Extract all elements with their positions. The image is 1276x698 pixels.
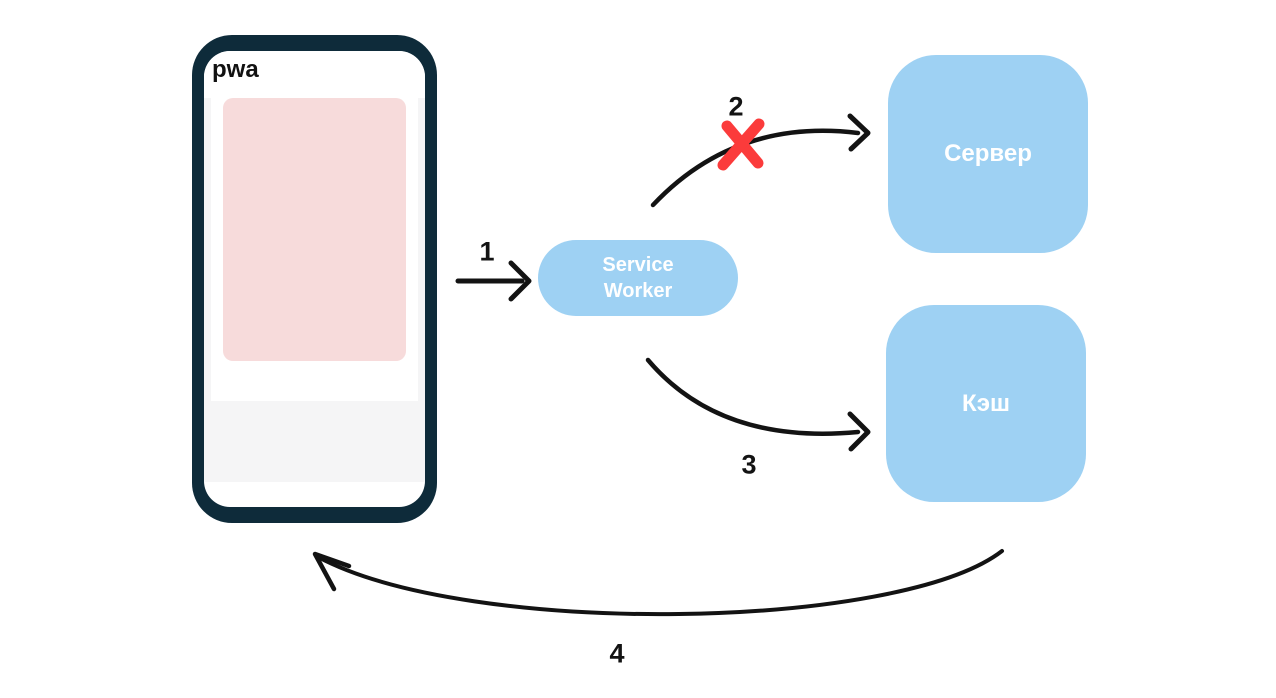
arrow-3-head <box>847 411 871 452</box>
step-label-4: 4 <box>609 638 625 669</box>
app-header: pwa <box>204 51 425 88</box>
step-label-1: 1 <box>479 236 495 267</box>
arrow-2-head <box>847 113 871 152</box>
app-image-placeholder <box>223 98 406 361</box>
arrow-4-line <box>316 549 1004 617</box>
app-title: pwa <box>212 55 259 83</box>
phone-mockup: pwa <box>192 35 437 523</box>
arrow-4-head <box>312 551 352 592</box>
node-service-worker: Service Worker <box>538 240 738 316</box>
node-service-worker-label: Service Worker <box>602 254 674 302</box>
node-cache-label: Кэш <box>962 389 1010 417</box>
step-label-3: 3 <box>741 449 757 480</box>
app-content-card <box>211 98 418 401</box>
node-cache: Кэш <box>886 305 1086 502</box>
node-server-label: Сервер <box>944 140 1032 167</box>
step-label-2: 2 <box>728 91 744 122</box>
node-server: Сервер <box>888 55 1088 253</box>
arrow-1-head <box>508 260 532 302</box>
blocked-x-stroke-2 <box>717 118 765 171</box>
app-content-area <box>204 98 425 482</box>
blocked-x-icon <box>717 118 765 171</box>
phone-screen: pwa <box>204 51 425 507</box>
arrow-3-line <box>645 357 861 436</box>
